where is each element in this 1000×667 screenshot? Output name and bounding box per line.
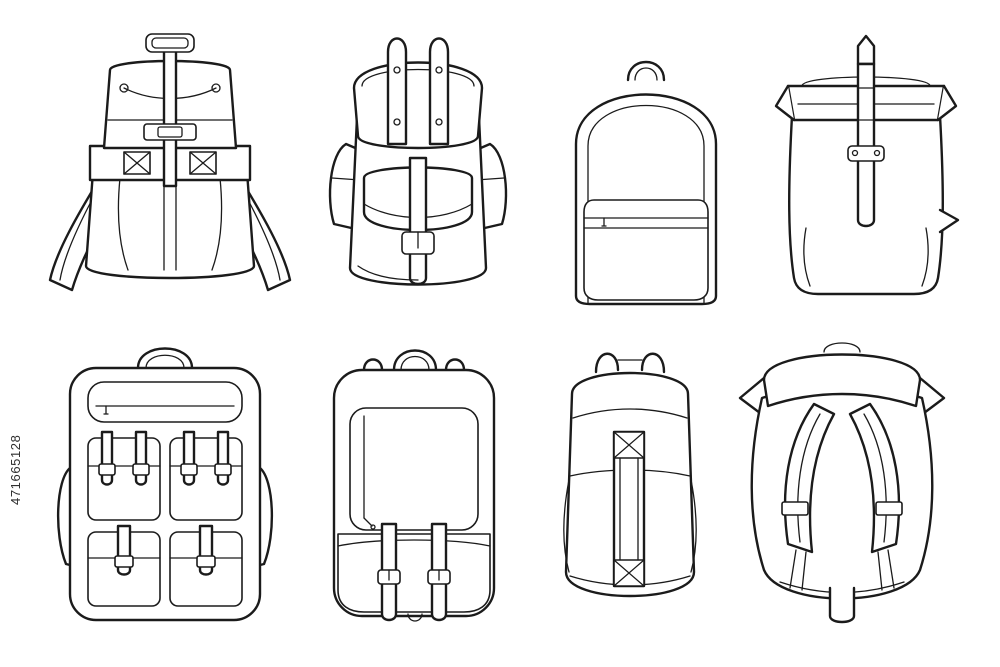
backpack-line-art bbox=[738, 342, 946, 624]
backpack-sketch-drawstring-flap bbox=[36, 26, 304, 310]
stock-id-watermark: 471665128 bbox=[8, 434, 23, 505]
backpack-sketch-rear-view bbox=[718, 318, 966, 632]
backpack-line-art bbox=[328, 37, 508, 286]
backpack-line-art bbox=[48, 33, 292, 292]
backpack-sketch-cargo bbox=[38, 318, 292, 636]
backpack-line-art bbox=[774, 34, 960, 296]
backpack-sketch-front-panel bbox=[306, 318, 522, 632]
backpack-line-art bbox=[563, 352, 697, 598]
backpack-line-art bbox=[332, 349, 496, 622]
backpack-sketch-daypack bbox=[540, 324, 718, 628]
backpack-line-art bbox=[56, 347, 274, 622]
backpack-sketch-rolltop bbox=[762, 28, 970, 306]
backpack-sketch-dome bbox=[548, 44, 744, 306]
backpack-line-art bbox=[574, 60, 718, 306]
backpack-sketch-rucksack bbox=[312, 26, 524, 314]
